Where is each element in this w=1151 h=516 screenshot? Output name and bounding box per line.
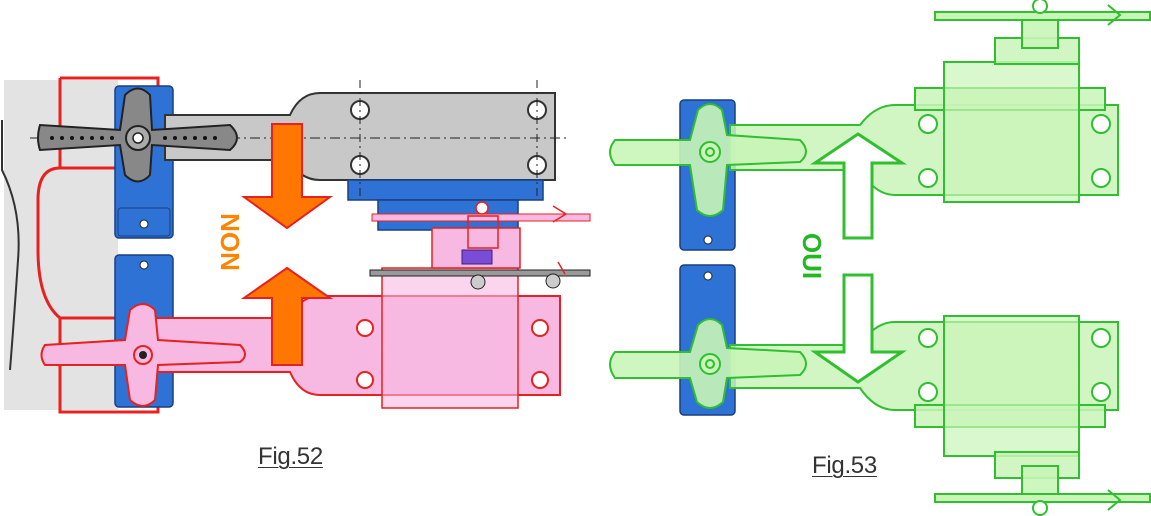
fig52-down-arrow (240, 123, 334, 230)
fig52-gray-horn (37, 87, 238, 183)
fig52-illustration: NON (1, 0, 591, 414)
fig52-linkage (369, 201, 591, 290)
fig52-verdict-label: NON (215, 213, 245, 271)
fig52-fuselage-panel (4, 0, 118, 410)
fig52-up-arrow (240, 266, 334, 366)
fig53-down-arrow (810, 273, 907, 384)
fig52-caption: Fig.52 (258, 443, 323, 470)
fig53-illustration: OUI (609, 0, 1151, 516)
fig52-pink-horn (40, 303, 246, 407)
fig53-verdict-label: OUI (797, 233, 827, 279)
fig52-red-outline (36, 76, 160, 414)
fig52-fuselage-edge (1, 120, 20, 371)
fig53-caption: Fig.53 (812, 452, 877, 479)
fig53-up-arrow (810, 132, 908, 240)
